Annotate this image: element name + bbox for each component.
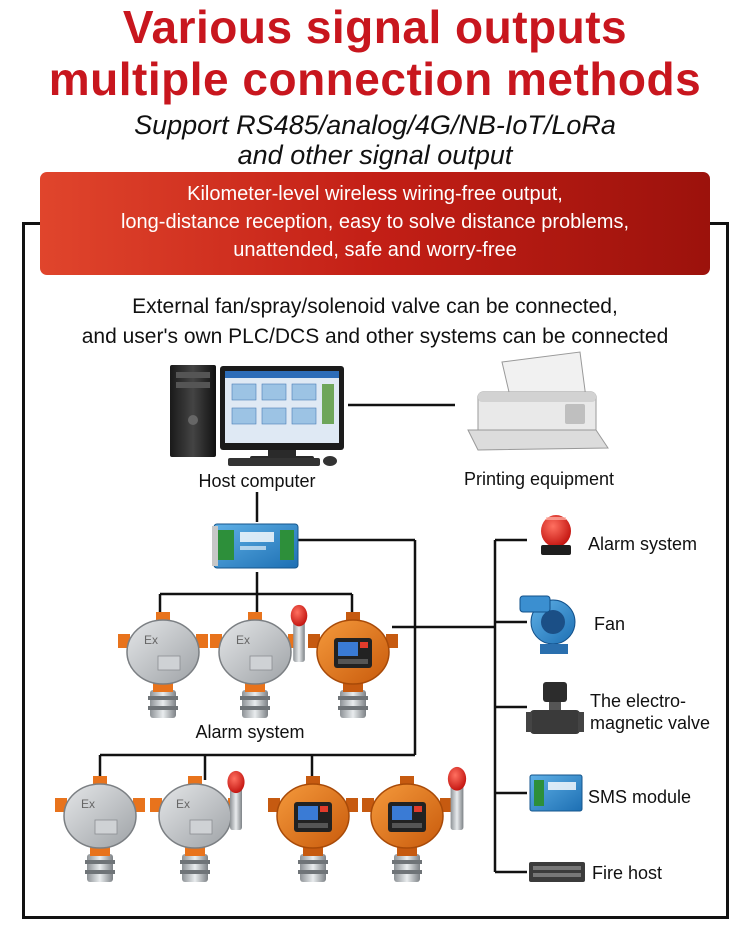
- printer-label: Printing equipment: [463, 469, 615, 489]
- output-label-sms: SMS module: [588, 787, 692, 807]
- output-label-fire-host: Fire host: [592, 863, 663, 883]
- gas-detector-orange-3: [362, 776, 452, 883]
- gas-detector-gray-3: [55, 776, 145, 883]
- gas-detector-orange-1: [308, 612, 398, 719]
- banner-line-1: Kilometer-level wireless wiring-free out…: [187, 183, 563, 205]
- title-line-2: multiple connection methods: [48, 53, 702, 105]
- fire-host-icon: [529, 862, 585, 882]
- gas-detector-orange-2: [268, 776, 358, 883]
- solenoid-valve-icon: [526, 682, 584, 734]
- output-label-fan: Fan: [594, 614, 626, 634]
- output-label-valve: The electro- magnetic valve: [590, 691, 711, 733]
- beacon-icon-3: [447, 766, 467, 830]
- output-label-alarm: Alarm system: [588, 534, 698, 554]
- alarm-light-icon: [541, 515, 571, 555]
- host-computer-icon: [170, 365, 344, 466]
- connection-lines: [98, 403, 527, 874]
- gas-detector-gray-4: [150, 776, 240, 883]
- fan-icon: [519, 595, 576, 654]
- feature-banner: Kilometer-level wireless wiring-free out…: [40, 172, 710, 275]
- alarm-group-label: Alarm system: [195, 722, 305, 742]
- beacon-icon-2: [227, 770, 245, 830]
- banner-line-2: long-distance reception, easy to solve d…: [120, 211, 630, 233]
- title-line-1: Various signal outputs: [122, 1, 628, 53]
- gas-detector-gray-1: [118, 612, 208, 719]
- subtitle-line-2: and other signal output: [237, 140, 513, 170]
- subtitle-line-1: Support RS485/analog/4G/NB-IoT/LoRa: [134, 110, 616, 140]
- printer-icon: [467, 351, 609, 451]
- description-line-1: External fan/spray/solenoid valve can be…: [132, 295, 618, 318]
- gas-detector-gray-2: [210, 612, 300, 719]
- beacon-icon-1: [290, 604, 308, 662]
- sms-module-icon: [529, 774, 583, 812]
- description-line-2: and user's own PLC/DCS and other systems…: [81, 325, 669, 348]
- banner-line-3: unattended, safe and worry-free: [233, 239, 517, 261]
- host-computer-label: Host computer: [198, 471, 316, 491]
- control-module-icon: [212, 523, 299, 569]
